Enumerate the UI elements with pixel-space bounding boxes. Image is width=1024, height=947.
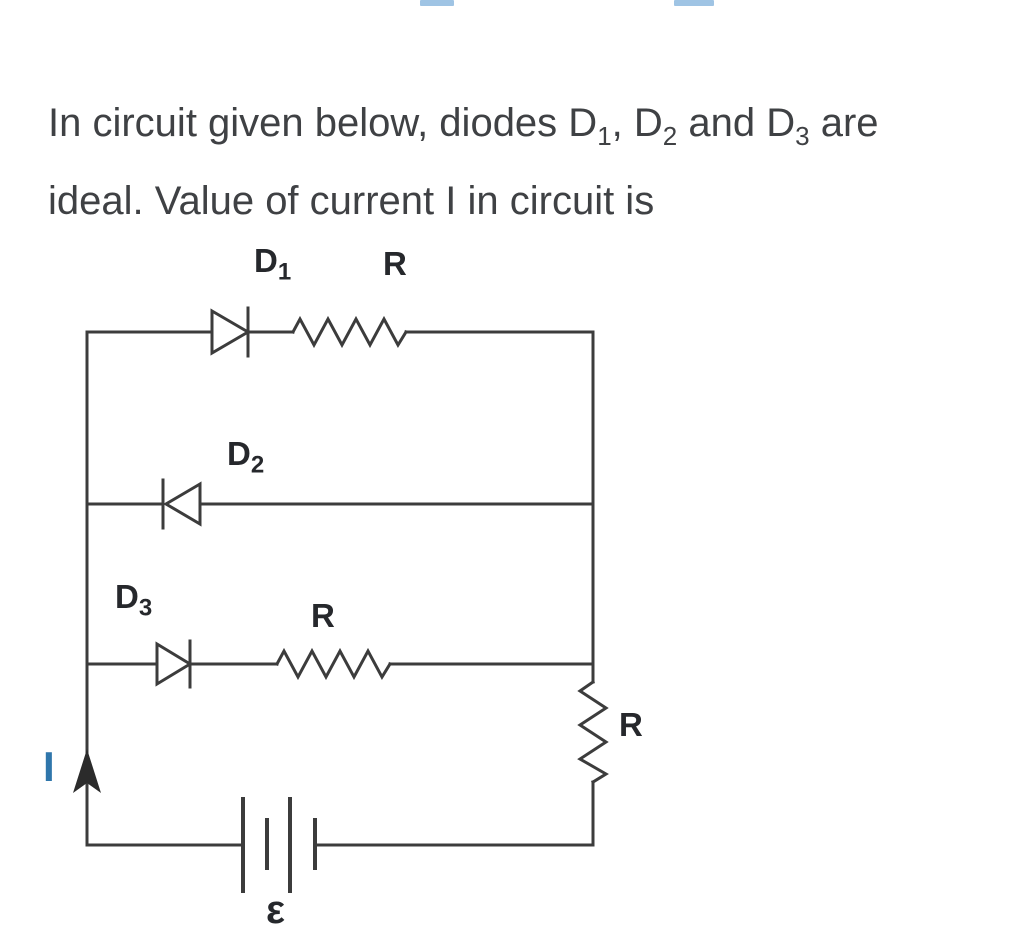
diode-d1-triangle: [210, 308, 251, 356]
label-d2-base: D: [227, 435, 251, 472]
label-d3-sub: 3: [138, 594, 153, 622]
label-d3-base: D: [115, 578, 139, 615]
resistor-mid-symbol: [274, 647, 393, 681]
diode-d3-symbol: [155, 639, 193, 689]
question-line-2: ideal. Value of current I in circuit is: [48, 179, 655, 223]
top-blue-mark-right: [674, 0, 714, 6]
battery-symbol: [241, 797, 317, 893]
label-d3: D3: [115, 578, 152, 620]
question-line1-part: are: [809, 101, 879, 145]
label-current-i: I: [43, 743, 55, 790]
third-branch: [85, 639, 595, 689]
label-r-right: R: [619, 706, 643, 743]
resistor-right-symbol: [577, 679, 609, 785]
question-line1-part: and D: [677, 101, 796, 145]
current-arrow-icon: [73, 749, 101, 793]
label-r-mid: R: [311, 597, 335, 634]
question-line1-part: , D: [611, 101, 663, 145]
diode-d3-triangle: [155, 641, 193, 687]
circuit-outer-loop: [85, 330, 595, 847]
label-r-top: R: [383, 245, 407, 282]
question-subscript-2: 2: [662, 121, 678, 151]
label-emf: ε: [266, 888, 285, 932]
label-d1-base: D: [254, 242, 278, 279]
question-text: In circuit given below, diodes D1, D2 an…: [48, 84, 1008, 240]
top-blue-mark-left: [420, 0, 454, 6]
label-d1-sub: 1: [277, 258, 292, 286]
diode-d1-symbol: [210, 306, 251, 358]
label-d1: D1: [254, 242, 291, 284]
label-d2: D2: [227, 435, 264, 477]
diode-d2-symbol: [161, 478, 202, 530]
question-subscript-3: 3: [795, 121, 810, 151]
question-line1-part: In circuit given below, diodes D: [48, 101, 598, 145]
resistor-top-symbol: [290, 315, 409, 349]
diode-d2-triangle: [163, 481, 202, 527]
label-d2-sub: 2: [250, 451, 265, 479]
question-subscript-1: 1: [597, 121, 612, 151]
middle-branch: [85, 478, 595, 530]
top-branch: [85, 306, 595, 358]
question-line-1: In circuit given below, diodes D1, D2 an…: [48, 84, 1008, 162]
